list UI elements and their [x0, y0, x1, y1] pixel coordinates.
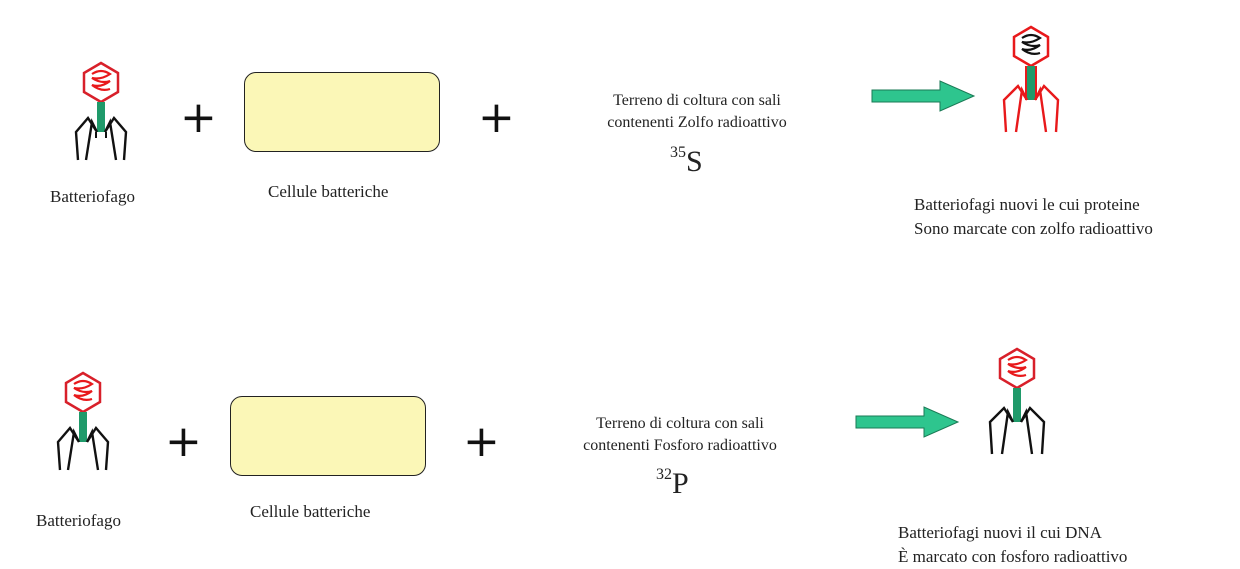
medium-line-1: Terreno di coltura con sali — [613, 92, 781, 109]
plus-sign: + — [165, 416, 202, 467]
result-text: Batteriofagi nuovi le cui proteine Sono … — [914, 193, 1153, 241]
bacterial-cells-box — [230, 396, 426, 476]
plus-sign: + — [180, 92, 217, 143]
result-line-2: È marcato con fosforo radioattivo — [898, 547, 1128, 566]
phage-label: Batteriofago — [36, 511, 121, 530]
isotope-symbol: P — [672, 467, 689, 500]
new-bacteriophage-icon — [1002, 25, 1060, 133]
isotope-mass: 35 — [670, 144, 686, 161]
bacterial-cells-box — [244, 72, 440, 152]
medium-line-2: contenenti Fosforo radioattivo — [583, 437, 777, 454]
medium-line-2: contenenti Zolfo radioattivo — [607, 114, 787, 131]
result-line-1: Batteriofagi nuovi le cui proteine — [914, 195, 1140, 214]
result-line-2: Sono marcate con zolfo radioattivo — [914, 219, 1153, 238]
cells-label: Cellule batteriche — [268, 182, 389, 201]
result-line-1: Batteriofagi nuovi il cui DNA — [898, 523, 1102, 542]
medium-line-1: Terreno di coltura con sali — [596, 415, 764, 432]
new-bacteriophage-icon — [988, 347, 1046, 455]
plus-sign: + — [478, 92, 515, 143]
plus-sign: + — [463, 416, 500, 467]
isotope-symbol: S — [686, 145, 703, 178]
bacteriophage-icon — [56, 371, 110, 471]
cells-label: Cellule batteriche — [250, 502, 371, 521]
isotope-label: 35S — [670, 144, 703, 179]
culture-medium-text: Terreno di coltura con sali contenenti Z… — [552, 90, 842, 134]
isotope-label: 32P — [656, 466, 689, 501]
phage-label: Batteriofago — [50, 187, 135, 206]
culture-medium-text: Terreno di coltura con sali contenenti F… — [532, 413, 828, 457]
bacteriophage-icon — [74, 61, 128, 161]
result-text: Batteriofagi nuovi il cui DNA È marcato … — [898, 521, 1127, 569]
arrow-icon — [871, 80, 976, 112]
arrow-icon — [855, 406, 960, 438]
isotope-mass: 32 — [656, 466, 672, 483]
